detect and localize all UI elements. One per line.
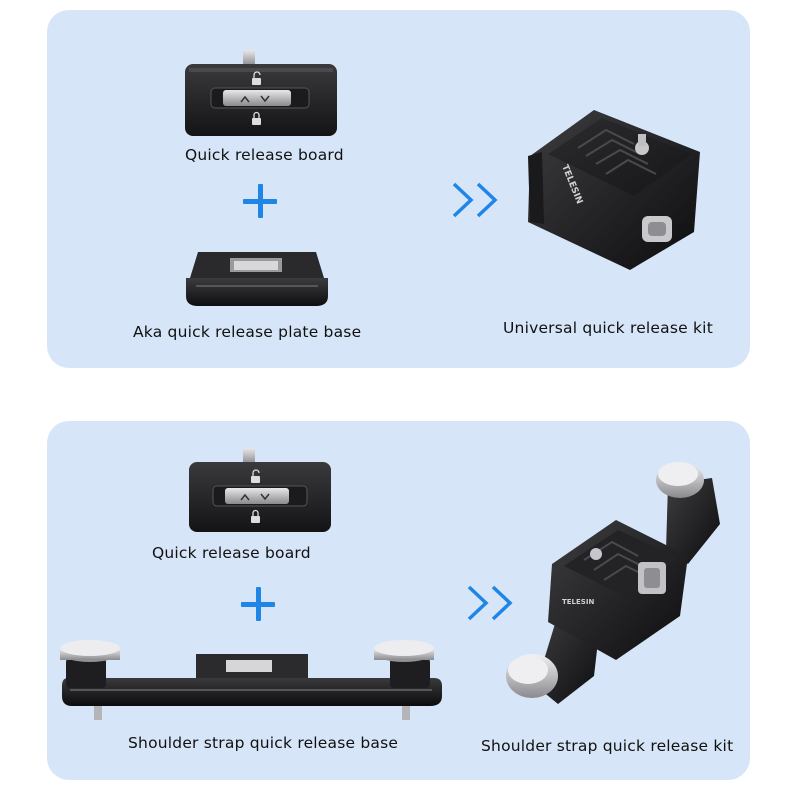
brand-label: TELESIN (562, 598, 594, 606)
plus-icon (241, 587, 275, 621)
item2-caption-2: Shoulder strap quick release base (128, 734, 399, 752)
quick-release-board-image (185, 50, 337, 138)
lock-icon (251, 509, 260, 523)
item2-caption: Aka quick release plate base (133, 323, 362, 341)
unlock-icon (252, 71, 261, 85)
lock-icon (252, 111, 261, 125)
double-chevron-right-icon (466, 584, 516, 622)
result-caption: Universal quick release kit (503, 319, 713, 337)
shoulder-strap-kit-image: TELESIN (498, 454, 724, 716)
unlock-icon (251, 469, 260, 483)
plate-base-image (186, 248, 328, 310)
plus-icon (243, 184, 277, 218)
quick-release-board-image-2 (189, 448, 331, 534)
shoulder-strap-base-image (56, 638, 446, 722)
result-caption-2: Shoulder strap quick release kit (481, 737, 734, 755)
item1-caption: Quick release board (185, 146, 344, 164)
item1-caption-2: Quick release board (152, 544, 311, 562)
universal-kit-image: TELESIN (522, 104, 706, 274)
double-chevron-right-icon (451, 181, 501, 219)
